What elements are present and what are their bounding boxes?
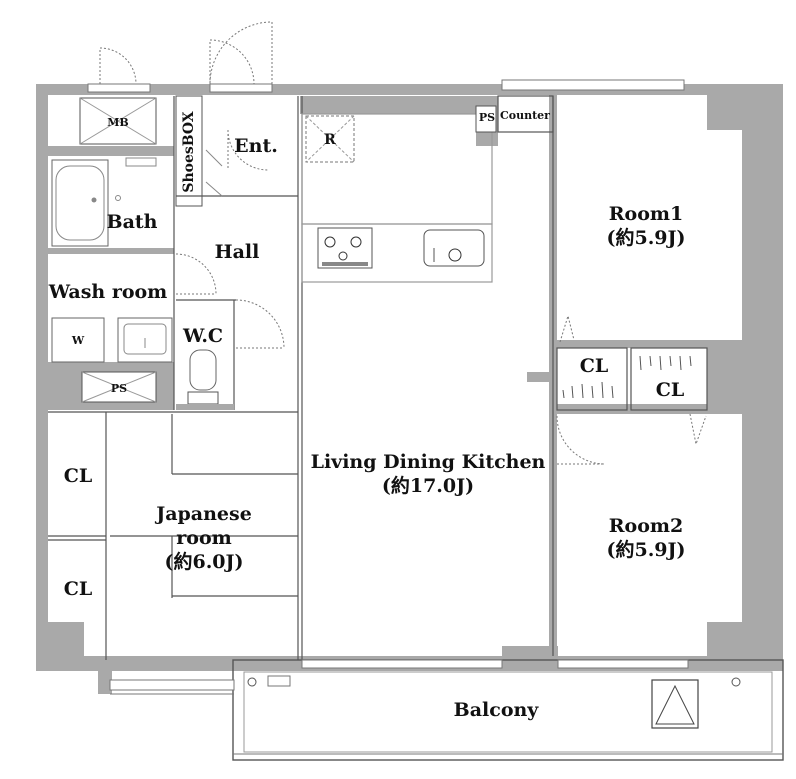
closet-hatching (562, 355, 692, 399)
ldk-size-label: (約17.0J) (382, 474, 474, 497)
wash-room-label: Wash room (48, 281, 168, 303)
closet-mid-left-label: CL (580, 355, 608, 377)
fridge-label: R (324, 132, 336, 148)
ps-lower-label: PS (111, 382, 127, 395)
door-swing-icon (99, 21, 707, 465)
shoes-box-label: ShoesBOX (181, 111, 197, 192)
partitions (48, 95, 708, 660)
washer-label: W (71, 334, 85, 347)
windows (87, 79, 689, 695)
japanese-room-label-line2: room (176, 527, 231, 549)
washing-machine-icon (51, 317, 105, 363)
entrance-label: Ent. (234, 135, 278, 157)
counter-label: Counter (500, 109, 550, 122)
room1-label: Room1 (609, 203, 683, 225)
bathtub-icon (51, 159, 109, 247)
ps-box-upper (475, 105, 497, 133)
balcony (232, 659, 784, 761)
hall-label: Hall (215, 241, 260, 263)
balcony-label: Balcony (454, 699, 540, 721)
stove-icon (317, 227, 373, 269)
closet-mid-right-label: CL (656, 379, 684, 401)
room1-size-label: (約5.9J) (606, 226, 685, 249)
skylight-icon (651, 679, 699, 729)
room2-label: Room2 (609, 515, 683, 537)
ps-upper-label: PS (479, 111, 495, 124)
closet-left-upper-label: CL (64, 465, 92, 487)
room-labels: MB ShoesBOX Ent. Bath Hall Wash room W W… (48, 109, 686, 721)
wc-label: W.C (182, 325, 223, 347)
ps-box-lower (81, 371, 157, 403)
bath-label: Bath (107, 211, 158, 233)
sink-icon (117, 317, 173, 363)
shower-icon (115, 157, 157, 201)
japanese-room-label-line1: Japanese (154, 503, 252, 525)
mb-box (79, 97, 157, 145)
ldk-label: Living Dining Kitchen (311, 451, 546, 473)
toilet-icon (176, 349, 234, 410)
closet-left-lower-label: CL (64, 578, 92, 600)
mb-label: MB (107, 116, 128, 129)
fridge-box (305, 115, 355, 163)
kitchen-sink-icon (423, 229, 485, 267)
outer-walls (36, 84, 783, 694)
shoes-box (175, 95, 223, 207)
room2-size-label: (約5.9J) (606, 538, 685, 561)
japanese-room-size-label: (約6.0J) (164, 550, 243, 573)
